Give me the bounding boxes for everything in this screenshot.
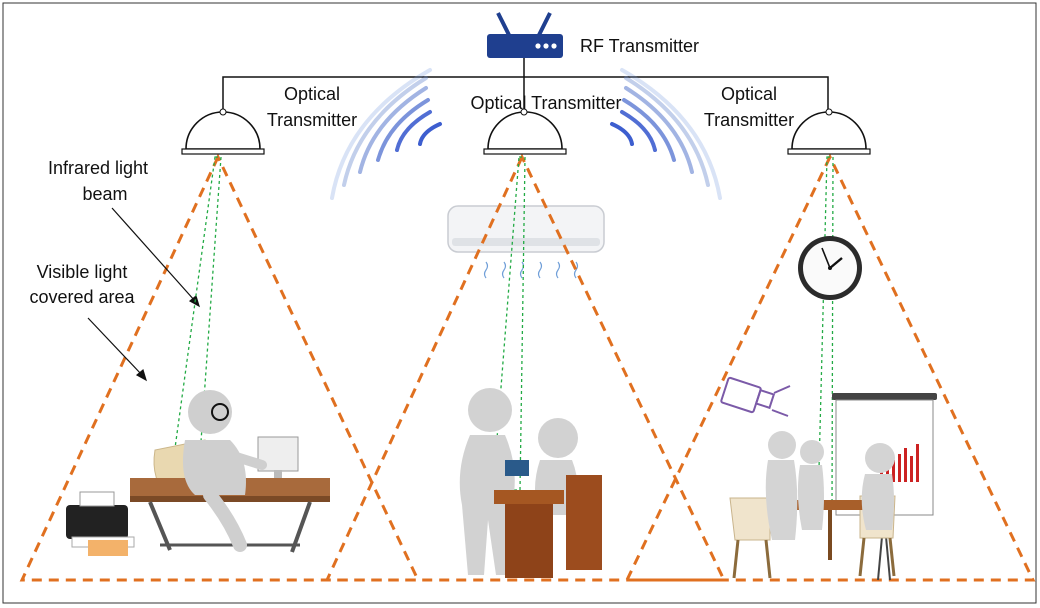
backbone-cable	[222, 58, 829, 115]
meeting-table-scene-icon	[459, 388, 602, 578]
infrared-beam-right	[817, 156, 834, 509]
projector-icon	[720, 376, 791, 417]
lamp-left-icon	[181, 108, 265, 155]
optical-transmitter-center-label: Optical Transmitter	[470, 93, 621, 113]
visible-area-label-line2: covered area	[29, 287, 135, 307]
optical-transmitter-left-label-line1: Optical	[284, 84, 340, 104]
rf-transmitter-label: RF Transmitter	[580, 36, 699, 56]
router-icon	[487, 12, 563, 58]
infrared-label-line2: beam	[82, 184, 127, 204]
presentation-meeting-scene-icon	[729, 431, 896, 579]
visible-area-label-line1: Visible light	[37, 262, 128, 282]
wall-clock-icon	[798, 236, 862, 300]
lamp-center-icon	[483, 108, 567, 155]
rf-wave-right-icon	[610, 68, 722, 200]
lamp-right-icon	[787, 108, 871, 155]
visible-light-cones	[19, 153, 1036, 582]
optical-transmitter-right-label-line2: Transmitter	[704, 110, 794, 130]
optical-transmitter-right-label-line1: Optical	[721, 84, 777, 104]
infrared-label-line1: Infrared light	[48, 158, 148, 178]
air-conditioner-icon	[447, 205, 605, 279]
visible-cone-center	[324, 153, 727, 582]
rf-wave-left-icon	[330, 68, 442, 200]
visible-cone-right	[624, 153, 1036, 582]
visible-cone-left	[19, 153, 421, 582]
optical-transmitter-left-label-line2: Transmitter	[267, 110, 357, 130]
office-desk-scene-icon	[66, 390, 330, 556]
annotation-arrows	[87, 207, 200, 382]
